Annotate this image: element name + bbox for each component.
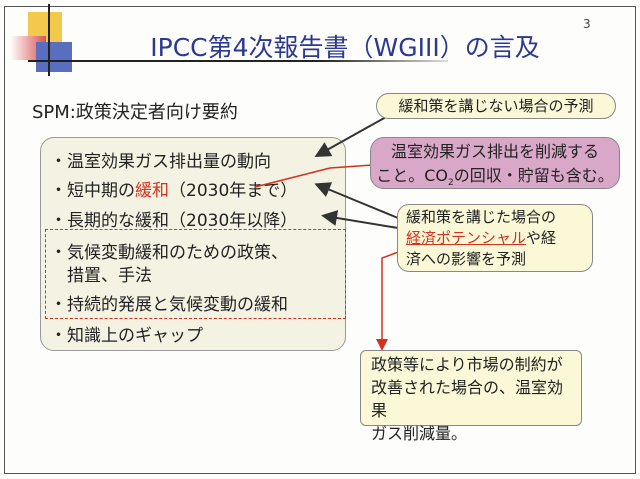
callout-no-policy: 緩和策を講じない場合の予測 — [376, 93, 616, 119]
item-text: 知識上のギャップ — [67, 326, 203, 346]
text: や経 — [526, 229, 557, 247]
highlight-dashed-box — [45, 229, 346, 319]
bullet: ・ — [50, 243, 67, 263]
list-item: ・温室効果ガス排出量の動向 — [50, 147, 271, 172]
connector-with-policy-1 — [314, 182, 399, 219]
item-text: 措置、手法 — [67, 266, 152, 286]
callout-mitigation-definition: 温室効果ガス排出を削減する こと。CO2の回収・貯留も含む。 — [370, 137, 620, 189]
callout-line: ガス削減量。 — [371, 424, 468, 443]
list-item: ・持続的発展と気候変動の緩和 — [50, 290, 288, 315]
item-text: 温室効果ガス排出量の動向 — [67, 152, 271, 172]
slide-frame — [4, 6, 636, 474]
callout-line: 済への影響を予測 — [406, 250, 527, 268]
slide-subtitle: SPM:政策決定者向け要約 — [32, 102, 238, 123]
item-text: 気候変動緩和のための政策、 — [67, 243, 288, 263]
subscript: 2 — [448, 178, 454, 189]
callout-economic-potential: 政策等により市場の制約が 改善された場合の、温室効果 ガス削減量。 — [360, 350, 582, 443]
list-item: ・気候変動緩和のための政策、 — [50, 238, 288, 263]
summary-box — [40, 137, 346, 351]
bullet: ・ — [50, 295, 67, 315]
page-number: 3 — [583, 17, 591, 31]
bullet: ・ — [50, 152, 67, 172]
callout-line: こと。CO2の回収・貯留も含む。 — [371, 164, 619, 195]
item-text: （2030年まで） — [169, 181, 298, 201]
callout-line: 改善された場合の、温室効果 — [371, 378, 564, 420]
list-item: ・長期的な緩和（2030年以降） — [50, 206, 297, 231]
callout-line: 政策等により市場の制約が — [371, 355, 563, 374]
decoration-blue — [36, 42, 72, 72]
callout-with-policy: 緩和策を講じた場合の 経済ポテンシャルや経 済への影響を予測 — [397, 204, 593, 272]
text: こと。CO — [376, 166, 449, 185]
connector-economic-potential — [376, 249, 405, 351]
decoration-hline — [28, 60, 448, 62]
bullet: ・ — [50, 181, 67, 201]
item-text: 持続的発展と気候変動の緩和 — [67, 295, 288, 315]
connector-mitigation — [254, 164, 373, 188]
item-text: 長期的な緩和（2030年以降） — [67, 211, 298, 231]
item-highlight: 緩和 — [135, 181, 169, 201]
list-item: ・知識上のギャップ — [50, 321, 203, 346]
item-text: 短中期の — [67, 181, 135, 201]
bullet: ・ — [50, 211, 67, 231]
text: の回収・貯留も含む。 — [453, 166, 614, 185]
decoration-vline — [48, 4, 50, 76]
list-item: 措置、手法 — [67, 261, 152, 286]
slide-title: IPCC第4次報告書（WGIII）の言及 — [150, 33, 540, 62]
connector-with-policy-2 — [321, 210, 399, 229]
callout-line: 緩和策を講じた場合の — [406, 208, 557, 226]
callout-line: 経済ポテンシャルや経 — [406, 228, 584, 249]
list-item: ・短中期の緩和（2030年まで） — [50, 176, 297, 201]
callout-highlight: 経済ポテンシャル — [406, 229, 527, 247]
bullet: ・ — [50, 326, 67, 346]
callout-line: 温室効果ガス排出を削減する — [390, 142, 599, 161]
connector-no-policy — [314, 116, 387, 157]
